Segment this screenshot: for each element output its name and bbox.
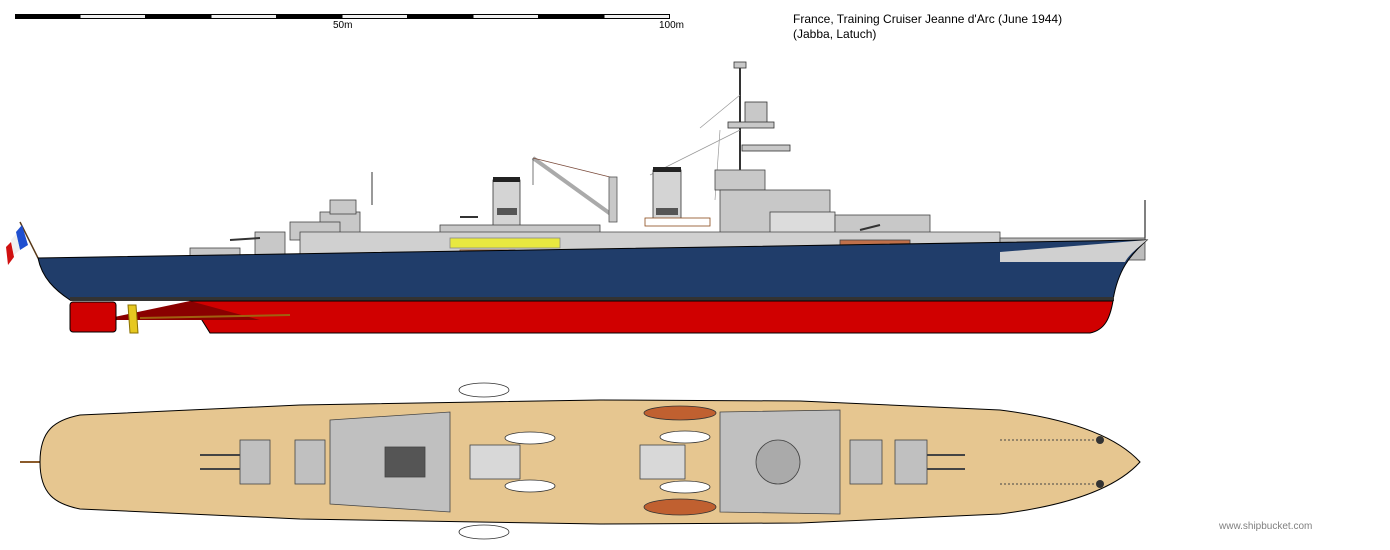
guns	[229, 216, 881, 241]
boot-topping	[70, 297, 1114, 301]
title-line: France, Training Cruiser Jeanne d'Arc (J…	[793, 12, 1063, 26]
skeg	[100, 301, 260, 320]
deck-plan	[39, 399, 1141, 525]
scale-bar	[15, 14, 670, 19]
scale-label-50m: 50m	[333, 20, 353, 31]
funnel-fore	[652, 167, 682, 226]
watermark: www.shipbucket.com	[1219, 521, 1313, 532]
scale-segment	[342, 15, 407, 18]
anchor-chains	[1000, 436, 1104, 488]
flag-icon	[6, 221, 39, 265]
boats	[458, 382, 717, 540]
drawing-title: France, Training Cruiser Jeanne d'Arc (J…	[793, 12, 1062, 42]
funnel-aft	[492, 177, 521, 231]
scale-segment	[473, 15, 538, 18]
deck-structures	[239, 409, 928, 515]
crane	[531, 156, 618, 223]
main-guns	[200, 454, 965, 470]
scale-segment	[80, 15, 145, 18]
rudder	[69, 301, 117, 333]
hull-antifouling	[189, 300, 1114, 334]
side-profile	[6, 61, 1149, 334]
propeller-shaft	[127, 304, 291, 334]
scale-label-100m: 100m	[659, 20, 685, 31]
scale-segment	[211, 15, 276, 18]
bow-flare	[1000, 240, 1147, 262]
authors-line: (Jabba, Latuch)	[793, 27, 877, 41]
scale-segment	[604, 15, 669, 18]
